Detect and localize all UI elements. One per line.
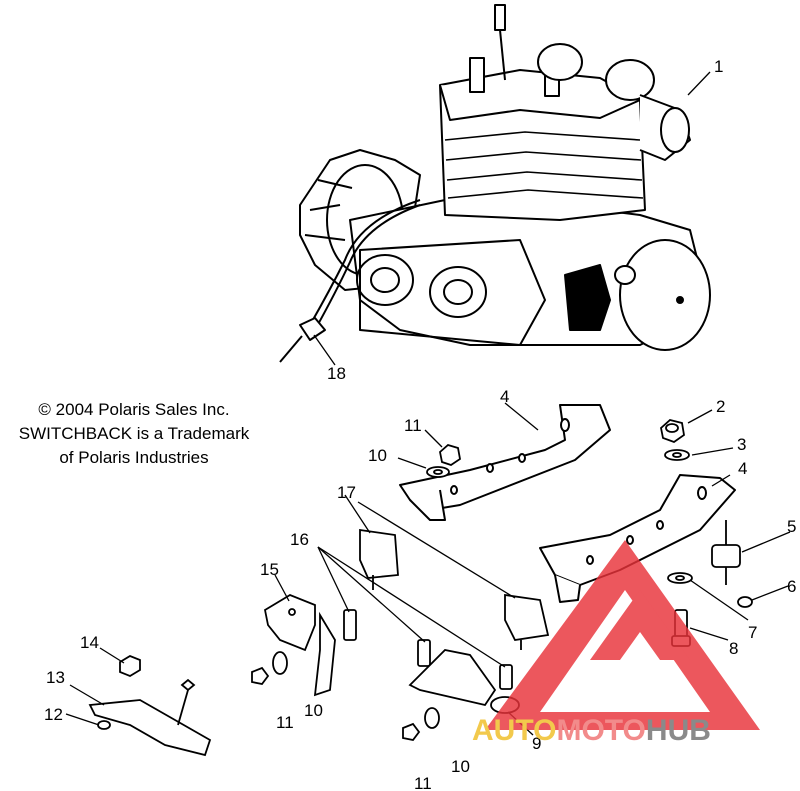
callout-10a: 10 bbox=[368, 446, 387, 465]
callout-14: 14 bbox=[80, 633, 99, 652]
callout-18: 18 bbox=[327, 364, 346, 383]
watermark-logo bbox=[485, 540, 760, 730]
callout-12: 12 bbox=[44, 705, 63, 724]
callout-3: 3 bbox=[737, 435, 746, 454]
callout-15: 15 bbox=[260, 560, 279, 579]
callout-8: 8 bbox=[729, 639, 738, 658]
callout-11b: 11 bbox=[276, 713, 294, 732]
callout-13: 13 bbox=[46, 668, 65, 687]
callout-17: 17 bbox=[337, 483, 356, 502]
callout-4b: 4 bbox=[738, 459, 747, 478]
rear-mount-bracket bbox=[539, 474, 736, 603]
watermark-triangle-icon bbox=[485, 540, 760, 730]
callout-numbers: 1 2 3 4 4 5 6 7 8 9 10 10 10 11 11 11 12… bbox=[44, 57, 796, 791]
watermark-moto: MOTO bbox=[556, 714, 645, 747]
callout-4a: 4 bbox=[500, 387, 509, 406]
copyright-line-2: SWITCHBACK is a Trademark bbox=[18, 424, 250, 443]
callout-2: 2 bbox=[716, 397, 725, 416]
callout-16: 16 bbox=[290, 530, 309, 549]
engine-assembly bbox=[279, 4, 711, 363]
front-mount-bracket bbox=[399, 404, 611, 521]
copyright-notice: © 2004 Polaris Sales Inc. SWITCHBACK is … bbox=[0, 398, 268, 470]
callout-6: 6 bbox=[787, 577, 796, 596]
copyright-line-1: © 2004 Polaris Sales Inc. bbox=[38, 400, 230, 419]
callout-10b: 10 bbox=[304, 701, 323, 720]
watermark-auto: AUTO bbox=[472, 714, 556, 747]
watermark-inner-mark-icon bbox=[590, 590, 690, 660]
callout-11c: 11 bbox=[414, 774, 432, 791]
callout-9: 9 bbox=[532, 734, 541, 753]
callout-1: 1 bbox=[714, 57, 723, 76]
callout-5: 5 bbox=[787, 517, 796, 536]
watermark-text: AUTOMOTOHUB bbox=[472, 714, 711, 747]
callout-7: 7 bbox=[748, 623, 757, 642]
callout-11a: 11 bbox=[404, 416, 422, 435]
watermark-hub: HUB bbox=[646, 714, 711, 747]
copyright-line-3: of Polaris Industries bbox=[59, 448, 209, 467]
callout-10c: 10 bbox=[451, 757, 470, 776]
